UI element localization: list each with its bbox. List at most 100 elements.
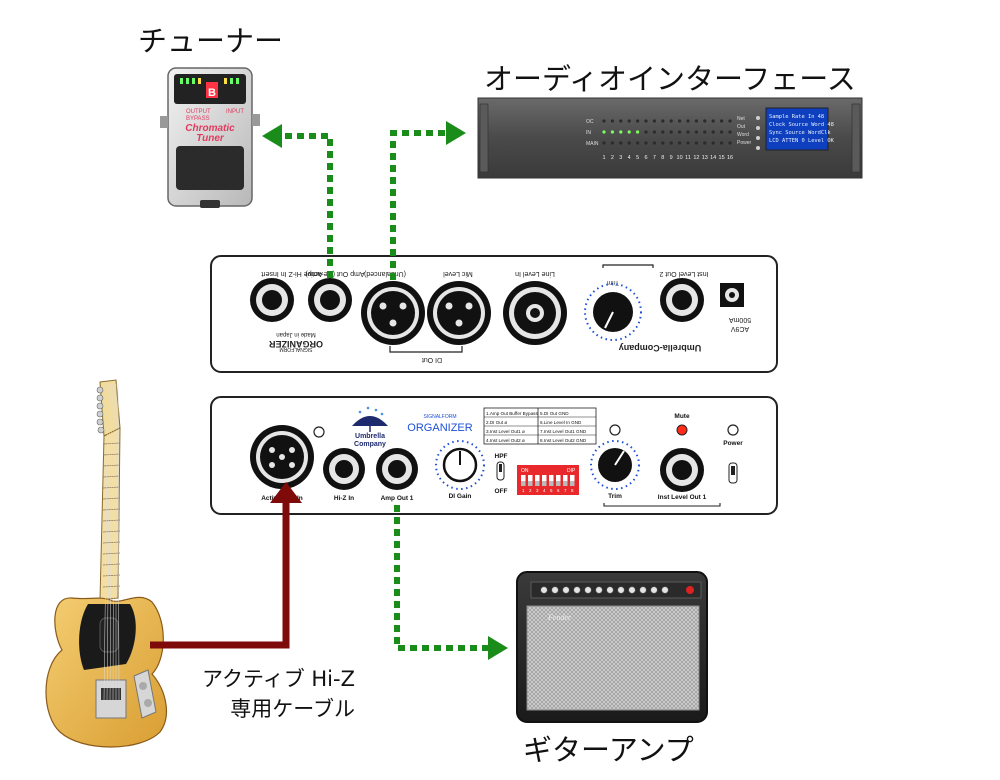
rear-label-amp-out: Amp Out (Re-amp) [305,270,364,277]
interface-channel-number: 15 [719,155,725,161]
logo-line2: Company [354,441,386,448]
tuner-output-label: OUTPUT [186,109,211,115]
tuner-model-line1: Chromatic [185,123,235,134]
amp-control-knob[interactable] [617,586,625,594]
tuner-footswitch[interactable] [176,146,244,190]
dip-switch-number: 7 [564,488,567,493]
rear-trim-bracket [602,264,654,268]
interface-channel-number: 12 [693,155,699,161]
front-label-di-gain: DI Gain [449,493,472,500]
amp-control-knob[interactable] [639,586,647,594]
amp-control-knob[interactable] [595,586,603,594]
interface-signal-line [390,130,448,280]
rear-di-out-label: DI Out [422,356,442,363]
electric-guitar [45,379,167,748]
dip-switch[interactable] [570,475,575,486]
dip-row-4-left: 4.Inst Level Out2 ø [486,438,525,443]
interface-channel-number: 7 [653,155,656,161]
rear-org-small: SIGNALFORM [279,346,312,352]
rear-combo-line-in[interactable] [503,281,567,345]
interface-side-labels: Net Out Word Power [737,116,752,146]
interface-led [602,141,606,145]
amp-control-knob[interactable] [540,586,548,594]
di-gain-knob[interactable] [435,440,485,490]
rear-amp-out-jack[interactable] [308,278,352,322]
cable-caption-line1: アクティブ Hi-Z [202,667,355,691]
dip-switch[interactable] [549,475,554,486]
front-trim-led [609,424,621,436]
tuner-title: チューナー [138,24,284,58]
dip-switch[interactable] [563,475,568,486]
dip-switch[interactable] [535,475,540,486]
rear-xlr-mic[interactable] [427,281,491,345]
dip-switch-knob [542,481,547,486]
front-hiz-jack[interactable] [323,448,365,490]
interface-channel-number: 13 [702,155,708,161]
tuner-battery-screw [200,200,220,208]
dip-switch[interactable] [521,475,526,486]
rear-trim-knob[interactable] [584,283,642,341]
rear-insert-jack[interactable] [250,278,294,322]
dip-label: DIP [567,468,576,474]
interface-channel-number: 2 [611,155,614,161]
guitar-body [45,596,167,748]
organizer-rear-panel: Active Hi-Z In Insert Amp Out (Re-amp) (… [210,255,778,373]
dip-switch-number: 2 [529,488,532,493]
amp-control-knob[interactable] [584,586,592,594]
hpf-toggle-lever [499,464,502,472]
mute-led [676,424,688,436]
power-led [727,424,739,436]
cable-caption: アクティブ Hi-Z 専用ケーブル [165,664,355,724]
logo-line1: Umbrella [355,433,385,440]
interface-led [669,119,673,123]
front-amp-out1-jack[interactable] [376,448,418,490]
front-trim-knob[interactable] [590,440,640,490]
rear-dc-power-jack[interactable] [720,283,744,307]
interface-led [652,130,657,134]
guitar-amp: Fender [516,571,708,723]
amp-control-knob[interactable] [573,586,581,594]
interface-button[interactable] [756,116,760,120]
interface-row-labels: OC IN MAIN [586,119,599,147]
front-inst-out1-jack[interactable] [660,448,704,492]
rear-inst-out2-jack[interactable] [660,278,704,322]
dip-switch[interactable] [528,475,533,486]
interface-row-label-oc: OC [586,119,594,125]
interface-channel-number: 9 [670,155,673,161]
rear-label-trim: Trim [607,279,619,285]
interface-led [636,119,640,123]
interface-led [694,141,699,145]
interface-button[interactable] [756,126,760,130]
amp-control-knob[interactable] [661,586,669,594]
amp-control-knob[interactable] [628,586,636,594]
interface-led [602,130,606,134]
front-active-hiz-xlr[interactable] [250,425,314,489]
amp-brand-logo: Fender [547,613,572,622]
amp-control-knob[interactable] [551,586,559,594]
interface-button[interactable] [756,146,760,150]
amp-control-knob[interactable] [650,586,658,594]
guitar-fret [102,519,121,522]
interface-signal-arrow [446,121,466,145]
rear-label-inst-out2: Inst Level Out 2 [659,270,708,277]
interface-led [678,141,682,145]
interface-led [720,130,724,134]
rear-label-mic-level: Mic Level [443,270,473,277]
interface-led [636,141,640,145]
amp-control-knob[interactable] [562,586,570,594]
interface-lcd-text: Sample Rate In 48 Clock Source Word 48 S… [769,114,835,144]
interface-led [720,141,724,145]
dip-switch-knob [563,481,568,486]
interface-button[interactable] [756,136,760,140]
interface-led [703,119,707,123]
rear-di-out-bracket [389,346,463,353]
amp-grill-cloth [526,605,700,711]
front-out-bracket [603,503,721,507]
amp-out-signal-line [394,505,488,651]
amp-control-knob[interactable] [606,586,614,594]
rear-xlr-unbalanced[interactable] [361,281,425,345]
dip-switch[interactable] [556,475,561,486]
dip-switch[interactable] [542,475,547,486]
